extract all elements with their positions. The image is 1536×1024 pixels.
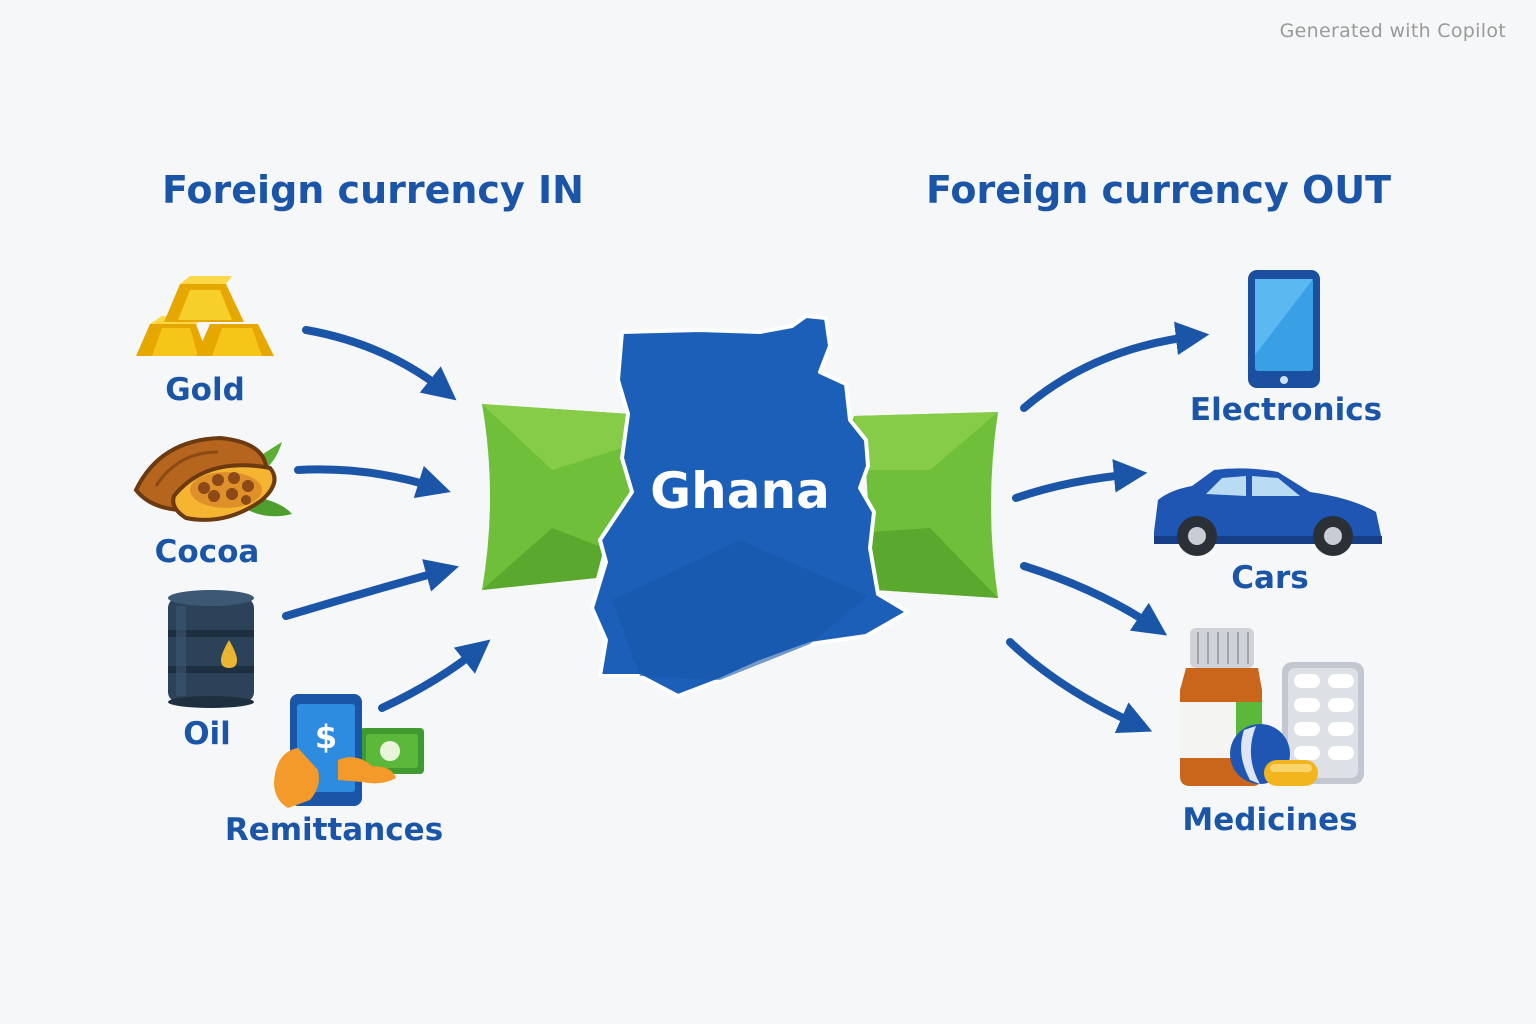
smartphone-icon: [1248, 270, 1320, 388]
oil-barrel-icon: [168, 590, 254, 708]
label-cars: Cars: [1231, 560, 1309, 596]
car-icon: [1154, 468, 1382, 556]
arrow-in-remittances: [378, 639, 491, 712]
label-ghana: Ghana: [650, 462, 830, 520]
arrow-in-cocoa: [294, 465, 451, 498]
label-gold: Gold: [165, 372, 245, 408]
currency-band: [482, 404, 998, 598]
heading-currency-in: Foreign currency IN: [162, 168, 584, 212]
label-remittances: Remittances: [224, 812, 444, 848]
arrow-out-cars: [1012, 459, 1148, 502]
arrow-out-electronics: [1020, 321, 1210, 412]
arrow-in-gold: [302, 326, 457, 401]
label-electronics: Electronics: [1189, 392, 1383, 428]
label-oil: Oil: [183, 716, 231, 752]
label-medicines: Medicines: [1182, 802, 1358, 838]
label-cocoa: Cocoa: [154, 534, 260, 570]
svg-text:$: $: [315, 718, 337, 756]
arrow-in-oil: [282, 559, 459, 620]
mobile-money-icon: $: [274, 694, 424, 808]
cocoa-pod-icon: [133, 435, 292, 522]
watermark: Generated with Copilot: [1279, 20, 1506, 42]
gold-bars-icon: [136, 276, 274, 356]
heading-currency-out: Foreign currency OUT: [926, 168, 1392, 212]
arrow-out-medicines-2: [1006, 638, 1153, 734]
map-shading: [612, 540, 868, 680]
medicine-icon: [1180, 628, 1364, 786]
arrow-out-medicines-1: [1020, 562, 1168, 636]
